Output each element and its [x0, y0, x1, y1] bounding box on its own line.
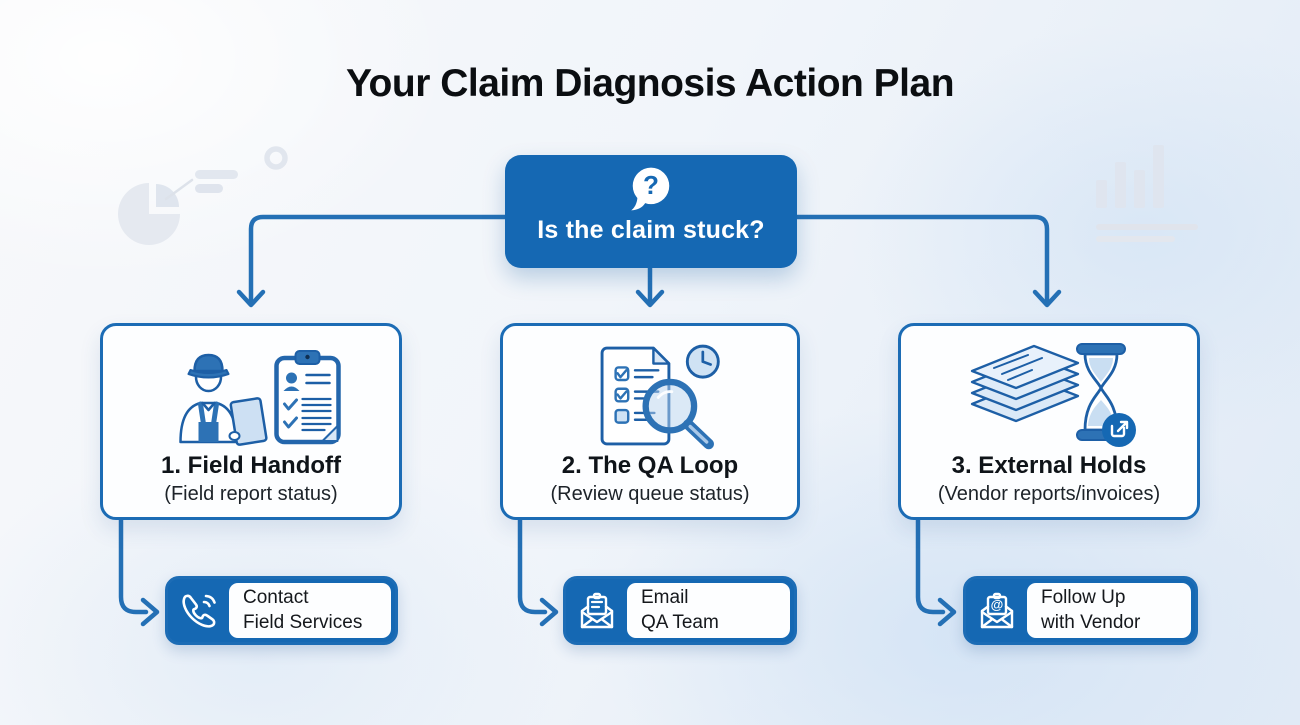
- connector-decision-to-step1: [248, 214, 508, 305]
- arrowhead-action3: [937, 597, 957, 627]
- action-label-panel: Contact Field Services: [229, 583, 391, 638]
- bar-chart-decoration: [1096, 145, 1198, 242]
- step-card-qa-loop: 2. The QA Loop (Review queue status): [500, 323, 800, 520]
- annotation-lines-decoration: [195, 170, 238, 193]
- page-title: Your Claim Diagnosis Action Plan: [345, 62, 955, 105]
- phone-icon: [168, 579, 230, 642]
- email-qa-team-button[interactable]: Email QA Team: [563, 576, 797, 645]
- open-envelope-icon: [566, 579, 628, 642]
- action-label-panel: Follow Up with Vendor: [1027, 583, 1191, 638]
- step-subtitle: (Review queue status): [550, 482, 750, 505]
- action-label-panel: Email QA Team: [627, 583, 790, 638]
- action-label-line1: Email: [641, 587, 689, 609]
- step-title: 1. Field Handoff: [161, 452, 341, 479]
- worker-clipboard-icon: [156, 340, 346, 452]
- arrowhead-action2: [539, 597, 559, 627]
- connector-step3-to-action3: [915, 515, 946, 615]
- documents-hourglass-external-link-icon: [958, 340, 1140, 452]
- arrowhead-step2: [635, 289, 665, 308]
- arrowhead-step3: [1032, 289, 1062, 308]
- svg-text:@: @: [991, 597, 1004, 612]
- connector-step2-to-action2: [517, 515, 548, 615]
- arrowhead-step1: [236, 289, 266, 308]
- step-title: 2. The QA Loop: [561, 452, 739, 479]
- step-card-field-handoff: 1. Field Handoff (Field report status): [100, 323, 402, 520]
- step-subtitle: (Vendor reports/invoices): [937, 482, 1161, 505]
- step-subtitle: (Field report status): [164, 482, 338, 505]
- pie-chart-decoration: [118, 178, 194, 245]
- question-bubble-icon: ?: [631, 167, 670, 211]
- svg-text:?: ?: [643, 170, 659, 200]
- action-label-line2: Field Services: [243, 611, 363, 633]
- action-label-line1: Follow Up: [1041, 587, 1126, 609]
- action-label-line1: Contact: [243, 587, 309, 609]
- follow-up-with-vendor-button[interactable]: @ Follow Up with Vendor: [963, 576, 1198, 645]
- envelope-at-icon: @: [966, 579, 1028, 642]
- arrowhead-action1: [140, 597, 160, 627]
- connector-step1-to-action1: [118, 515, 149, 615]
- decision-node: ? Is the claim stuck?: [505, 155, 797, 268]
- checklist-magnifier-clock-icon: [573, 340, 728, 452]
- step-title: 3. External Holds: [951, 452, 1147, 479]
- contact-field-services-button[interactable]: Contact Field Services: [165, 576, 398, 645]
- action-label-line2: QA Team: [641, 611, 719, 633]
- connector-decision-to-step3: [794, 214, 1050, 305]
- action-label-line2: with Vendor: [1041, 611, 1141, 633]
- decision-question-label: Is the claim stuck?: [537, 216, 765, 244]
- step-card-external-holds: 3. External Holds (Vendor reports/invoic…: [898, 323, 1200, 520]
- ring-decoration: [264, 146, 288, 170]
